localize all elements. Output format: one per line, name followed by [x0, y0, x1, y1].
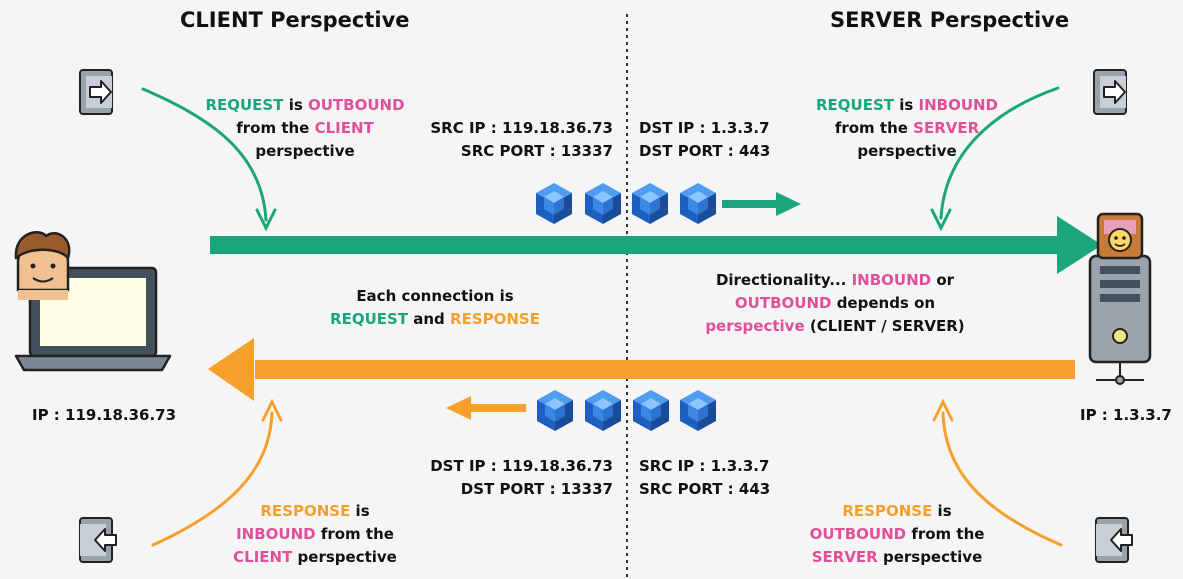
server-response-label: RESPONSE is OUTBOUND from the SERVER per… — [809, 502, 985, 566]
cube-icon — [680, 390, 716, 431]
client-response-label: RESPONSE is INBOUND from the CLIENT pers… — [233, 502, 397, 566]
request-arrow — [210, 216, 1102, 274]
server-tower-icon — [1088, 212, 1152, 385]
sign-out-icon — [79, 517, 117, 563]
server-request-label: REQUEST is INBOUND from the SERVER persp… — [815, 96, 999, 160]
request-src-info: SRC IP : 119.18.36.73 SRC PORT : 13337 — [430, 119, 613, 160]
cube-icon — [536, 183, 572, 224]
cube-icon — [632, 183, 668, 224]
cube-icon — [680, 183, 716, 224]
server-ip: IP : 1.3.3.7 — [1080, 406, 1172, 424]
server-request-curve — [930, 86, 1060, 232]
server-title: SERVER Perspective — [830, 8, 1070, 32]
response-packets — [537, 390, 716, 431]
response-direction-arrow — [446, 396, 526, 420]
directionality-note: Directionality... INBOUND or OUTBOUND de… — [705, 271, 965, 335]
server-response-curve — [932, 398, 1063, 547]
client-response-curve — [151, 398, 283, 547]
client-ip: IP : 119.18.36.73 — [32, 406, 177, 424]
request-dst-info: DST IP : 1.3.3.7 DST PORT : 443 — [639, 119, 771, 160]
sign-in-icon — [1093, 69, 1127, 115]
response-src-info: SRC IP : 1.3.3.7 SRC PORT : 443 — [639, 457, 771, 498]
cube-icon — [633, 390, 669, 431]
request-direction-arrow — [722, 192, 801, 216]
sign-out-icon — [1095, 517, 1133, 563]
response-arrow — [208, 338, 1075, 401]
cube-icon — [585, 390, 621, 431]
client-request-curve — [141, 87, 277, 232]
cube-icon — [537, 390, 573, 431]
laptop-user-icon — [14, 231, 172, 372]
response-dst-info: DST IP : 119.18.36.73 DST PORT : 13337 — [430, 457, 613, 498]
connection-note: Each connection is REQUEST and RESPONSE — [330, 287, 540, 328]
cube-icon — [585, 183, 621, 224]
sign-in-icon — [79, 69, 113, 115]
client-title: CLIENT Perspective — [180, 8, 410, 32]
client-request-label: REQUEST is OUTBOUND from the CLIENT pers… — [205, 96, 405, 160]
